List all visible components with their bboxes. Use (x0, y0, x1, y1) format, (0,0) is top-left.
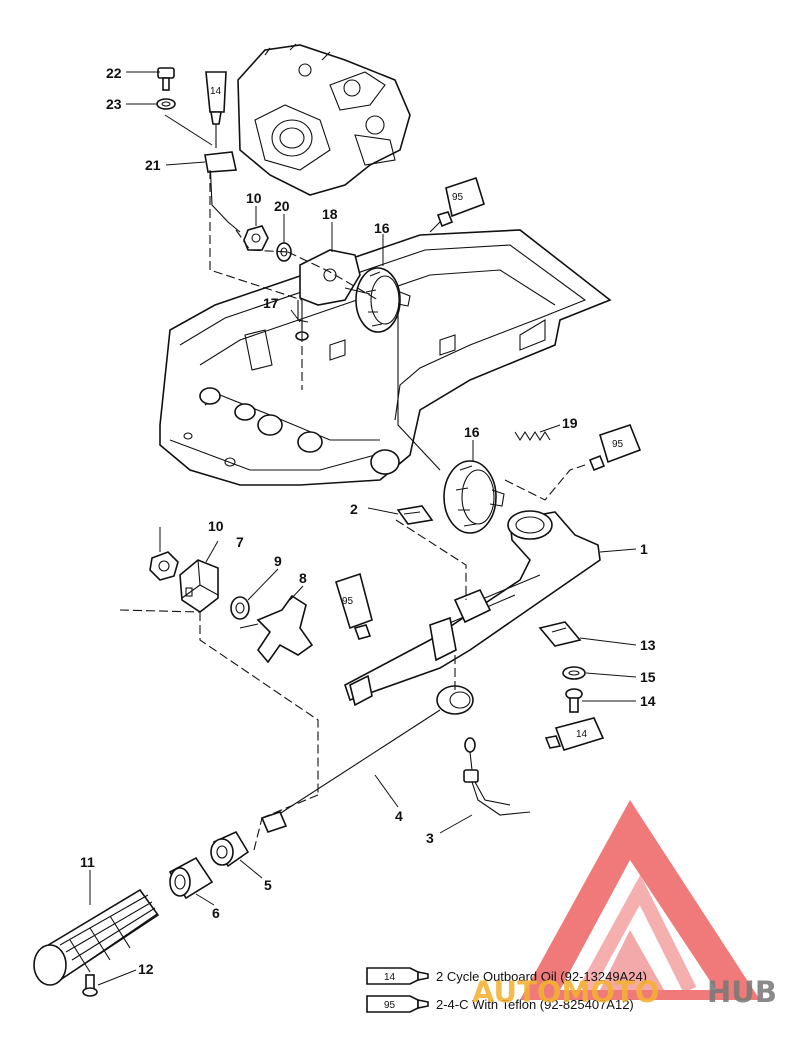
callout-9: 9 (274, 553, 282, 569)
friction-knob-8 (239, 594, 314, 664)
tube-label-14-top: 14 (210, 86, 222, 97)
throttle-link-rod (164, 114, 241, 233)
plate-13 (538, 621, 582, 647)
lower-cowl-pan (159, 229, 612, 486)
tube-label-14-right: 14 (576, 729, 588, 740)
throttle-cable-4 (260, 685, 474, 833)
legend-text-14: 2 Cycle Outboard Oil (92-13249A24) (436, 969, 647, 984)
callout-numbers: 22 23 21 10 20 18 16 17 19 16 2 1 10 7 9… (80, 65, 656, 977)
watermark-prefix: AUTOMOTO (472, 975, 659, 1009)
assembly-lines (119, 170, 586, 851)
legend-code-95: 95 (384, 1000, 396, 1011)
callout-4: 4 (395, 808, 403, 824)
friction-block-7 (179, 559, 219, 613)
callout-22: 22 (106, 65, 122, 81)
spring-19 (514, 430, 551, 442)
watermark-brand: AUTOMOTO HUB (472, 975, 777, 1009)
callout-20: 20 (274, 198, 290, 214)
legend-text-95: 2-4-C With Teflon (92-825407A12) (436, 997, 634, 1012)
carburetor (237, 43, 411, 196)
tiller-arm-1 (344, 510, 601, 707)
twist-grip-11 (33, 888, 160, 986)
washer-23 (156, 98, 176, 110)
callout-3: 3 (426, 830, 434, 846)
callout-21: 21 (145, 157, 161, 173)
callout-14: 14 (640, 693, 656, 709)
callout-8: 8 (299, 570, 307, 586)
gear-16-upper (344, 267, 411, 333)
shift-rod (397, 310, 441, 471)
grease-tube-95-top: 95 (429, 176, 485, 233)
grease-tube-95-right: 95 (588, 424, 642, 472)
grease-tube-95-middle: 95 (335, 572, 373, 640)
callout-11: 11 (80, 854, 95, 870)
watermark-suffix: HUB (707, 975, 777, 1009)
callout-17: 17 (263, 295, 279, 311)
tube-label-95-top: 95 (452, 192, 464, 203)
grease-tube-14-right: 14 (544, 717, 605, 751)
grease-tube-14-top: 14 (205, 71, 227, 148)
nut-10-top (243, 225, 269, 251)
callout-1: 1 (640, 541, 648, 557)
washer-15 (562, 666, 586, 680)
tube-label-95-right: 95 (612, 439, 624, 450)
callout-13: 13 (640, 637, 656, 653)
clip-2 (396, 505, 434, 525)
tube-label-95-middle: 95 (342, 596, 354, 607)
sleeve-6 (168, 856, 214, 900)
leader-lines (89, 71, 637, 986)
callout-10-top: 10 (246, 190, 262, 206)
screw-14 (565, 688, 583, 713)
callout-2: 2 (350, 501, 358, 517)
callout-15: 15 (640, 669, 656, 685)
callout-19: 19 (562, 415, 578, 431)
callout-6: 6 (212, 905, 220, 921)
legend-item-14: 14 2 Cycle Outboard Oil (92-13249A24) (366, 967, 647, 985)
gear-16-lower (443, 460, 505, 534)
callout-10-middle: 10 (208, 518, 224, 534)
callout-7: 7 (236, 534, 244, 550)
nut-10-middle (149, 551, 179, 581)
washer-9 (230, 596, 250, 620)
callout-16-upper: 16 (374, 220, 390, 236)
callout-18: 18 (322, 206, 338, 222)
legend-item-95: 95 2-4-C With Teflon (92-825407A12) (366, 995, 634, 1013)
callout-12: 12 (138, 961, 154, 977)
legend-code-14: 14 (384, 972, 396, 983)
stop-switch-wire-3 (463, 737, 531, 816)
bolt-22 (157, 67, 175, 91)
screw-12 (82, 974, 98, 997)
callout-16-lower: 16 (464, 424, 480, 440)
callout-23: 23 (106, 96, 122, 112)
watermark-logo (520, 800, 760, 1000)
bushing-5 (210, 830, 250, 868)
legend: 14 2 Cycle Outboard Oil (92-13249A24) 95… (366, 967, 647, 1013)
callout-5: 5 (264, 877, 272, 893)
